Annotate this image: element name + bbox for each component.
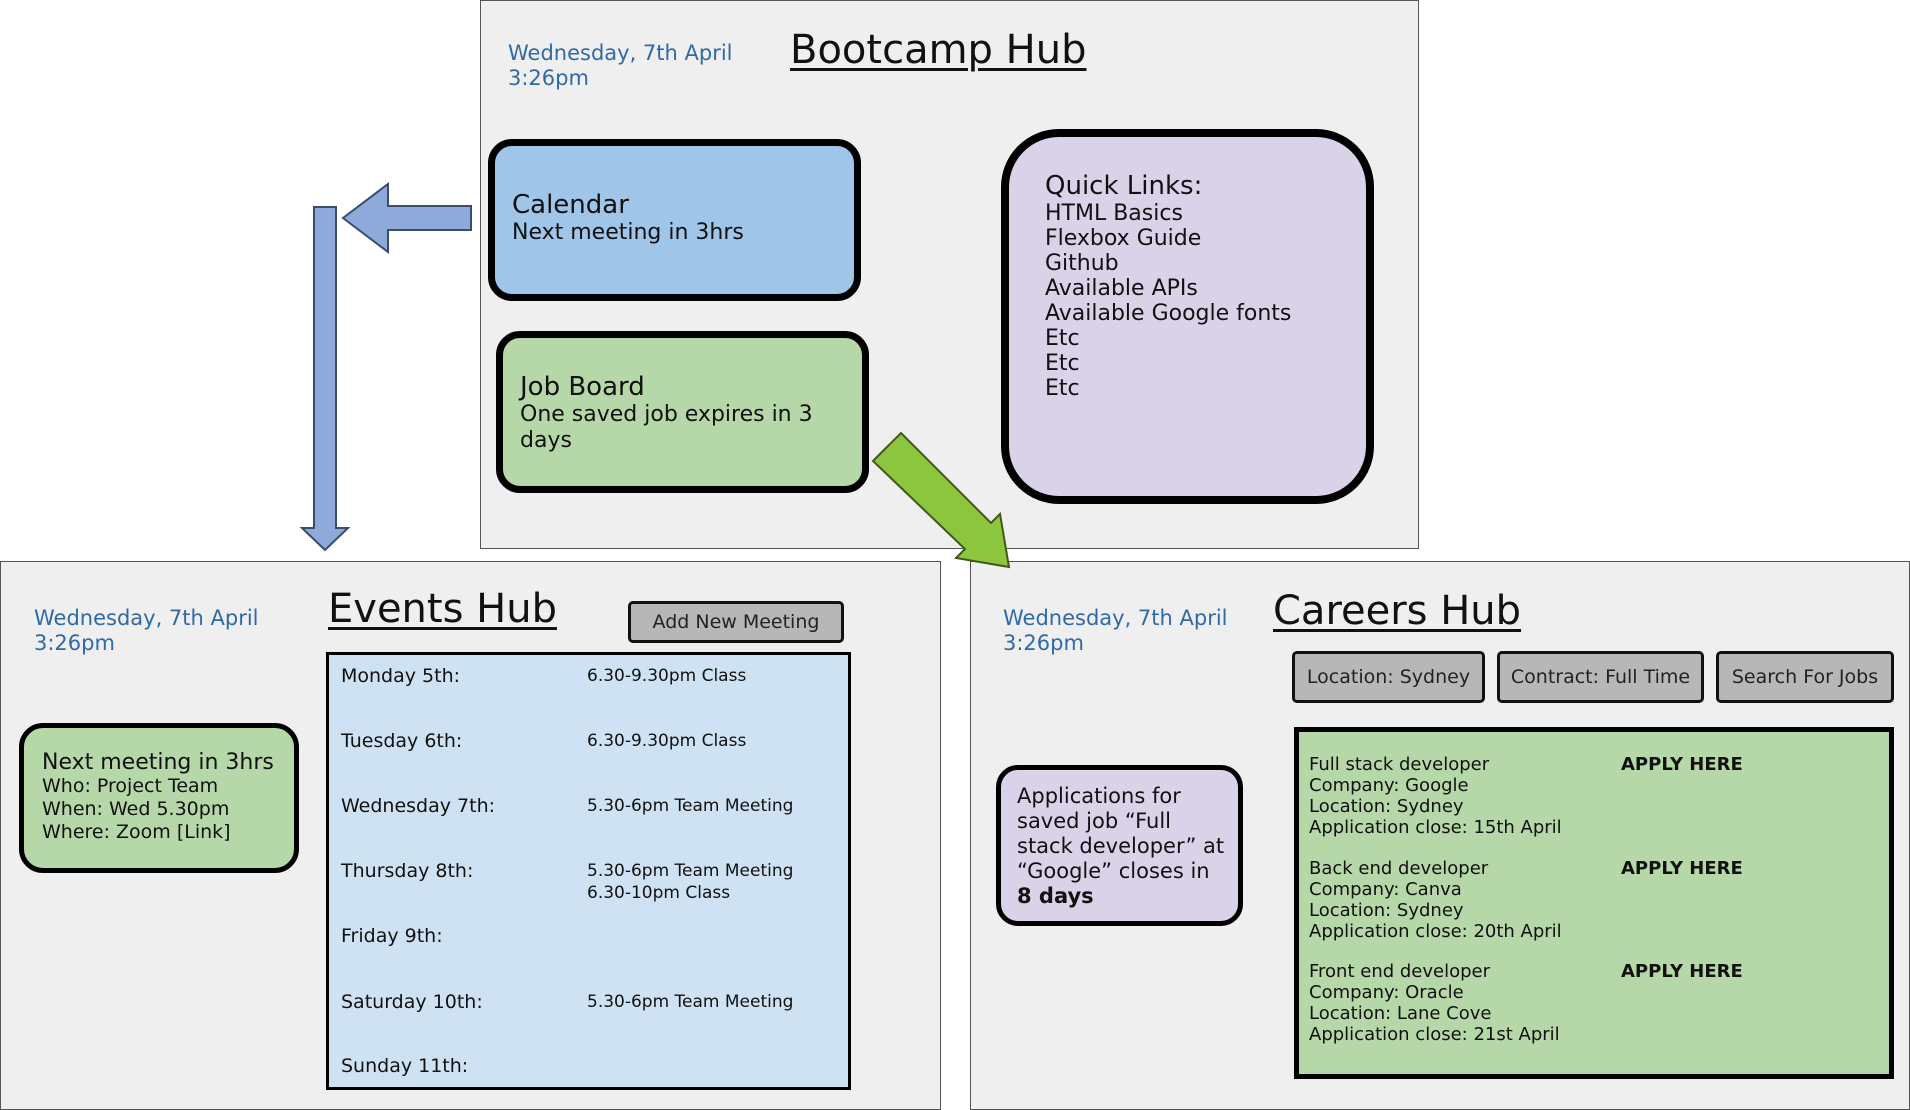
- quicklink-item[interactable]: Etc: [1045, 351, 1080, 376]
- job-close-date: Application close: 21st April: [1309, 1024, 1560, 1045]
- schedule-day: Monday 5th:: [341, 665, 461, 687]
- next-meeting-card: Next meeting in 3hrs Who: Project Team W…: [19, 723, 299, 873]
- saved-job-notice-text: Applications for saved job “Full stack d…: [1017, 784, 1225, 883]
- events-title: Events Hub: [328, 586, 557, 632]
- quicklink-item[interactable]: Flexbox Guide: [1045, 226, 1202, 251]
- calendar-card[interactable]: Calendar Next meeting in 3hrs: [488, 139, 861, 301]
- schedule-events: 5.30-6pm Team Meeting 6.30-10pm Class: [587, 861, 794, 903]
- green-arrow-down-right: [871, 431, 1011, 569]
- jobboard-card-text: One saved job expires in 3 days: [520, 402, 813, 453]
- apply-here-link[interactable]: APPLY HERE: [1621, 961, 1743, 982]
- quicklinks-card: Quick Links: HTML Basics Flexbox Guide G…: [1001, 129, 1374, 504]
- next-meeting-who: Who: Project Team: [42, 775, 219, 797]
- job-listing: Back end developer Company: Canva Locati…: [1309, 858, 1562, 942]
- quicklink-item[interactable]: Etc: [1045, 376, 1080, 401]
- next-meeting-when: When: Wed 5.30pm: [42, 798, 230, 820]
- job-role: Front end developer: [1309, 961, 1491, 982]
- schedule-events: 6.30-9.30pm Class: [587, 731, 747, 751]
- schedule-day: Friday 9th:: [341, 925, 443, 947]
- job-location: Location: Sydney: [1309, 900, 1464, 921]
- job-close-date: Application close: 15th April: [1309, 817, 1562, 838]
- job-company: Company: Oracle: [1309, 982, 1464, 1003]
- job-location: Location: Lane Cove: [1309, 1003, 1492, 1024]
- quicklinks-list: HTML Basics Flexbox Guide Github Availab…: [1045, 201, 1366, 401]
- job-listings: Full stack developer Company: Google Loc…: [1294, 727, 1894, 1079]
- events-date: Wednesday, 7th April 3:26pm: [34, 606, 259, 655]
- quicklink-item[interactable]: Etc: [1045, 326, 1080, 351]
- saved-job-notice-card: Applications for saved job “Full stack d…: [996, 765, 1243, 926]
- bootcamp-title: Bootcamp Hub: [790, 27, 1087, 73]
- events-hub-panel: Wednesday, 7th April 3:26pm Events Hub A…: [0, 561, 941, 1110]
- job-listing: Full stack developer Company: Google Loc…: [1309, 754, 1562, 838]
- blue-arrow-down: [299, 206, 351, 552]
- jobboard-card-title: Job Board: [520, 372, 645, 402]
- schedule-events: 6.30-9.30pm Class: [587, 666, 747, 686]
- schedule-day: Tuesday 6th:: [341, 730, 463, 752]
- calendar-card-title: Calendar: [512, 190, 629, 220]
- job-close-date: Application close: 20th April: [1309, 921, 1562, 942]
- search-jobs-button[interactable]: Search For Jobs: [1716, 651, 1894, 703]
- weekly-schedule: Monday 5th: 6.30-9.30pm Class Tuesday 6t…: [326, 652, 851, 1090]
- quicklink-item[interactable]: Available APIs: [1045, 276, 1198, 301]
- quicklink-item[interactable]: Github: [1045, 251, 1119, 276]
- careers-title: Careers Hub: [1273, 588, 1522, 634]
- job-company: Company: Google: [1309, 775, 1469, 796]
- next-meeting-title: Next meeting in 3hrs: [42, 750, 274, 775]
- job-location: Location: Sydney: [1309, 796, 1464, 817]
- calendar-card-text: Next meeting in 3hrs: [512, 220, 744, 245]
- next-meeting-where: Where: Zoom [Link]: [42, 821, 231, 843]
- bootcamp-date: Wednesday, 7th April 3:26pm: [508, 41, 733, 90]
- bootcamp-hub-panel: Wednesday, 7th April 3:26pm Bootcamp Hub…: [480, 0, 1419, 549]
- schedule-events: 5.30-6pm Team Meeting: [587, 796, 794, 816]
- saved-job-days: 8 days: [1017, 884, 1094, 908]
- quicklink-item[interactable]: Available Google fonts: [1045, 301, 1292, 326]
- job-listing: Front end developer Company: Oracle Loca…: [1309, 961, 1560, 1045]
- careers-hub-panel: Wednesday, 7th April 3:26pm Careers Hub …: [970, 561, 1910, 1110]
- schedule-day: Saturday 10th:: [341, 991, 483, 1013]
- job-company: Company: Canva: [1309, 879, 1462, 900]
- jobboard-card[interactable]: Job Board One saved job expires in 3 day…: [496, 331, 869, 493]
- careers-date: Wednesday, 7th April 3:26pm: [1003, 606, 1228, 655]
- quicklink-item[interactable]: HTML Basics: [1045, 201, 1183, 226]
- contract-filter-button[interactable]: Contract: Full Time: [1497, 651, 1704, 703]
- job-role: Back end developer: [1309, 858, 1489, 879]
- add-new-meeting-button[interactable]: Add New Meeting: [628, 601, 844, 643]
- schedule-day: Wednesday 7th:: [341, 795, 496, 817]
- quicklinks-title: Quick Links:: [1045, 171, 1203, 201]
- apply-here-link[interactable]: APPLY HERE: [1621, 754, 1743, 775]
- schedule-events: 5.30-6pm Team Meeting: [587, 992, 794, 1012]
- blue-arrow-left: [341, 181, 472, 255]
- location-filter-button[interactable]: Location: Sydney: [1292, 651, 1485, 703]
- schedule-day: Sunday 11th:: [341, 1055, 469, 1077]
- apply-here-link[interactable]: APPLY HERE: [1621, 858, 1743, 879]
- schedule-day: Thursday 8th:: [341, 860, 474, 882]
- job-role: Full stack developer: [1309, 754, 1490, 775]
